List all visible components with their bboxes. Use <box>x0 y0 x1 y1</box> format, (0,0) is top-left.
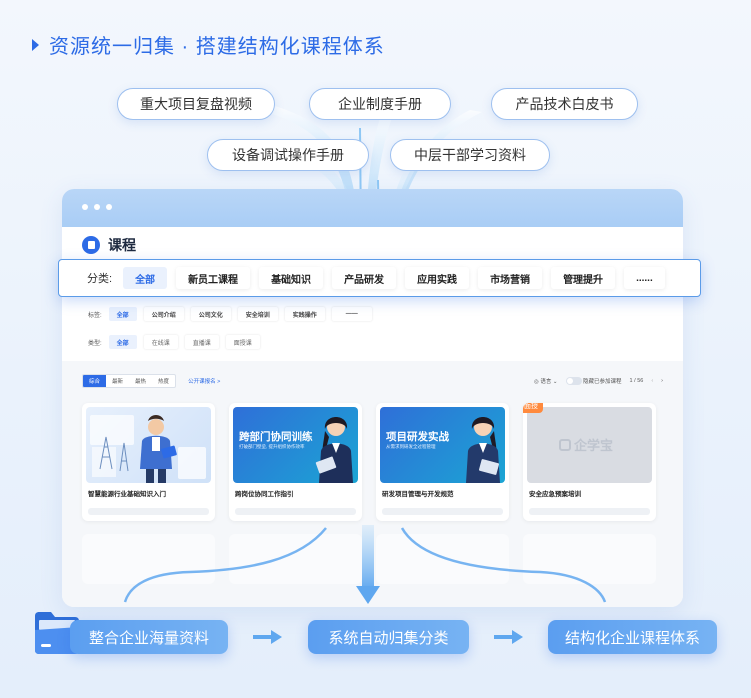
category-label: 分类: <box>87 273 113 285</box>
course-thumbnail <box>86 407 211 483</box>
course-type-badge: 面授 <box>523 403 543 413</box>
next-page-icon[interactable]: › <box>661 377 663 384</box>
course-thumbnail: 项目研发实战 从需求到研发全过程管理 <box>380 407 505 483</box>
energy-illustration <box>90 415 206 483</box>
thumbnail-title: 项目研发实战 <box>386 431 449 443</box>
sort-tab[interactable]: 最热 <box>135 379 147 385</box>
source-pill-3: 产品技术白皮书 <box>491 88 638 120</box>
course-title: 智慧能源行业基础知识入门 <box>88 491 166 498</box>
public-course-link[interactable]: 公开课报名 > <box>188 379 221 385</box>
arrow-right-icon <box>494 630 523 644</box>
type-label: 类型: <box>88 340 102 347</box>
course-meta-bar <box>382 508 503 515</box>
tag-label: 标签: <box>88 312 102 319</box>
thumbnail-subtitle: 从需求到研发全过程管理 <box>386 444 436 449</box>
course-card[interactable]: 智慧能源行业基础知识入门 <box>82 403 215 521</box>
course-header: 课程 <box>82 235 136 255</box>
sort-tab[interactable]: 综合 <box>83 375 107 387</box>
triangle-bullet-icon <box>32 38 39 51</box>
sort-tabs: 综合 最新 最热 热度 <box>82 374 177 388</box>
course-title: 研发项目管理与开发规范 <box>382 491 454 498</box>
tag-chip[interactable]: 公司文化 <box>190 307 231 321</box>
type-chip[interactable]: 在线课 <box>143 335 178 349</box>
pager: 1 / 56 <box>629 377 644 384</box>
course-thumbnail: 企学宝 <box>527 407 652 483</box>
course-card[interactable]: 企学宝 面授 安全应急预案培训 <box>523 403 656 521</box>
course-grid: 智慧能源行业基础知识入门 跨部门协同训练 打破部门壁垒, 提升组织协作效率 <box>82 403 656 521</box>
category-filter-bar: 分类: 全部 新员工课程 基础知识 产品研发 应用实践 市场营销 管理提升 ..… <box>58 259 701 297</box>
type-chip[interactable]: 面授课 <box>225 335 260 349</box>
watermark-logo: 企学宝 <box>559 435 613 454</box>
course-card[interactable]: 跨部门协同训练 打破部门壁垒, 提升组织协作效率 跨岗位协同工作指引 <box>229 403 362 521</box>
source-pill-1: 重大项目复盘视频 <box>117 88 275 120</box>
thumbnail-subtitle: 打破部门壁垒, 提升组织协作效率 <box>239 444 305 449</box>
tag-chip[interactable]: 全部 <box>108 307 137 321</box>
tag-chip[interactable]: —— <box>331 307 372 321</box>
flow-step-2: 系统自动归集分类 <box>308 620 469 654</box>
thumbnail-title: 跨部门协同训练 <box>239 431 313 443</box>
course-list-area: 综合 最新 最热 热度 公开课报名 > ◎ 语言 ⌄ 隐藏已参加课程 1 / 5… <box>62 361 683 607</box>
category-chip[interactable]: 管理提升 <box>551 267 616 289</box>
flow-step-1: 整合企业海量资料 <box>70 620 228 654</box>
course-card[interactable]: 项目研发实战 从需求到研发全过程管理 研发项目管理与开发规范 <box>376 403 509 521</box>
window-titlebar <box>62 189 683 227</box>
source-pill-4: 设备调试操作手册 <box>207 139 369 171</box>
course-thumbnail: 跨部门协同训练 打破部门壁垒, 提升组织协作效率 <box>233 407 358 483</box>
category-chip[interactable]: 基础知识 <box>259 267 324 289</box>
presenter-illustration <box>466 417 500 483</box>
prev-page-icon[interactable]: ‹ <box>651 377 654 384</box>
sort-tab[interactable]: 热度 <box>158 379 170 385</box>
toggle-icon <box>565 377 582 386</box>
window-dots <box>82 204 112 210</box>
course-meta-bar <box>529 508 650 515</box>
placeholder-card <box>376 534 509 584</box>
arrow-right-icon <box>253 630 282 644</box>
course-app-window: 课程 标签: 全部 公司介绍 公司文化 安全培训 实践操作 —— 类型: 全部 … <box>62 189 683 607</box>
category-chip[interactable]: 产品研发 <box>332 267 397 289</box>
hide-joined-toggle[interactable]: 隐藏已参加课程 <box>565 377 622 386</box>
language-select[interactable]: ◎ 语言 ⌄ <box>534 378 558 385</box>
course-header-title: 课程 <box>108 237 136 253</box>
placeholder-card <box>229 534 362 584</box>
course-meta-bar <box>235 508 356 515</box>
category-chip[interactable]: 全部 <box>123 267 168 289</box>
tag-filter-row: 标签: 全部 公司介绍 公司文化 安全培训 实践操作 —— <box>88 307 372 321</box>
tag-chip[interactable]: 公司介绍 <box>143 307 184 321</box>
list-toolbar: 综合 最新 最热 热度 公开课报名 > ◎ 语言 ⌄ 隐藏已参加课程 1 / 5… <box>82 374 663 388</box>
placeholder-card <box>82 534 215 584</box>
course-icon <box>82 236 100 254</box>
section-heading: 资源统一归集 · 搭建结构化课程体系 <box>32 30 385 59</box>
category-chip[interactable]: 应用实践 <box>405 267 470 289</box>
type-chip[interactable]: 全部 <box>108 335 137 349</box>
heading-text: 资源统一归集 · 搭建结构化课程体系 <box>49 36 385 58</box>
course-meta-bar <box>88 508 209 515</box>
placeholder-card <box>523 534 656 584</box>
flow-step-3: 结构化企业课程体系 <box>548 620 717 654</box>
toolbar-right: ◎ 语言 ⌄ 隐藏已参加课程 1 / 56 ‹ › <box>534 377 663 386</box>
presenter-illustration <box>315 417 353 483</box>
course-title: 安全应急预案培训 <box>529 491 581 498</box>
course-title: 跨岗位协同工作指引 <box>235 491 294 498</box>
source-pill-2: 企业制度手册 <box>309 88 451 120</box>
type-chip[interactable]: 直播课 <box>184 335 219 349</box>
category-chip[interactable]: 新员工课程 <box>176 267 251 289</box>
tag-chip[interactable]: 安全培训 <box>237 307 278 321</box>
type-filter-row: 类型: 全部 在线课 直播课 面授课 <box>88 335 260 349</box>
folder-icon <box>35 612 79 654</box>
category-more-chip[interactable]: ...... <box>624 267 665 289</box>
source-pill-5: 中层干部学习资料 <box>390 139 550 171</box>
tag-chip[interactable]: 实践操作 <box>284 307 325 321</box>
category-chip[interactable]: 市场营销 <box>478 267 543 289</box>
sort-tab[interactable]: 最新 <box>112 379 124 385</box>
